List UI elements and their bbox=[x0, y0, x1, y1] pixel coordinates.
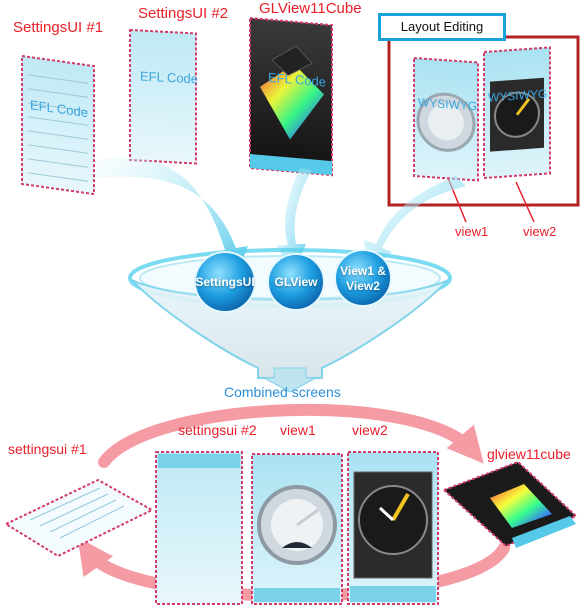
efl-code-text-cube: EFL Code bbox=[268, 70, 326, 90]
label-view1-bottom: view1 bbox=[280, 422, 316, 438]
view1-bottom-screen bbox=[251, 453, 343, 605]
layout-editing-label: Layout Editing bbox=[378, 13, 506, 41]
view2-top-screen: WYSIWYG bbox=[483, 46, 551, 180]
ball-view12-label-line1: View1 & bbox=[340, 264, 386, 278]
label-settingsui1-top: SettingsUI #1 bbox=[13, 19, 104, 36]
glview-top-screen: EFL Code bbox=[249, 16, 333, 177]
wysiwyg-text-2: WYSIWYG bbox=[488, 87, 547, 105]
ball-view12-label-line2: View2 bbox=[346, 279, 380, 293]
wysiwyg-text-1: WYSIWYG bbox=[418, 95, 477, 113]
arrow-glview-to-funnel bbox=[276, 168, 312, 272]
settingsui2-top-screen: EFL Code bbox=[129, 28, 198, 165]
label-settingsui1-bottom: settingsui #1 bbox=[8, 441, 87, 457]
glview-bottom-screen bbox=[442, 460, 578, 548]
view1-top-screen: WYSIWYG bbox=[413, 56, 479, 182]
view2-bottom-screen bbox=[347, 451, 439, 605]
label-glview-bottom: glview11cube bbox=[487, 446, 571, 462]
label-settingsui2-bottom: settingsui #2 bbox=[178, 422, 257, 438]
efl-code-text-2: EFL Code bbox=[140, 69, 198, 87]
label-combined-screens: Combined screens bbox=[224, 384, 341, 400]
label-settingsui2-top: SettingsUI #2 bbox=[138, 5, 229, 22]
ball-glview bbox=[267, 253, 325, 311]
settingsui2-bottom-screen bbox=[155, 451, 243, 605]
label-glview-top: GLView11Cube bbox=[259, 0, 362, 17]
ball-view12 bbox=[334, 249, 392, 307]
label-view2-bottom: view2 bbox=[352, 422, 388, 438]
settingsui1-top-screen: EFL Code bbox=[21, 54, 95, 196]
funnel-spout-arrow bbox=[263, 367, 317, 393]
ball-glview-label: GLView bbox=[274, 275, 318, 289]
view2-leader-line bbox=[515, 181, 535, 223]
ball-settings bbox=[194, 251, 256, 313]
label-view1-top: view1 bbox=[455, 224, 489, 239]
cycle-arrow-top bbox=[98, 403, 484, 468]
label-view2-top: view2 bbox=[523, 224, 557, 239]
settingsui1-bottom-screen bbox=[3, 478, 155, 558]
ball-settings-label: SettingsUI bbox=[195, 275, 255, 289]
